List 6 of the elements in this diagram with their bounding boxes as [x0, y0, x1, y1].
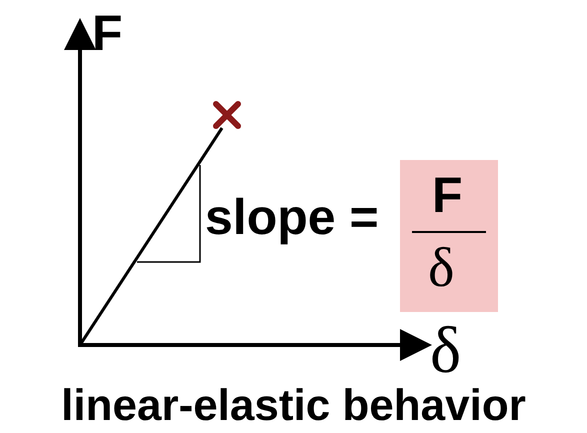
- numerator: F: [432, 170, 463, 220]
- axis-label: F: [92, 8, 123, 58]
- denominator: δ: [428, 240, 454, 296]
- slope-label: slope =: [205, 192, 379, 242]
- axis-label: δ: [430, 318, 462, 384]
- caption: linear-elastic behavior: [60, 384, 527, 428]
